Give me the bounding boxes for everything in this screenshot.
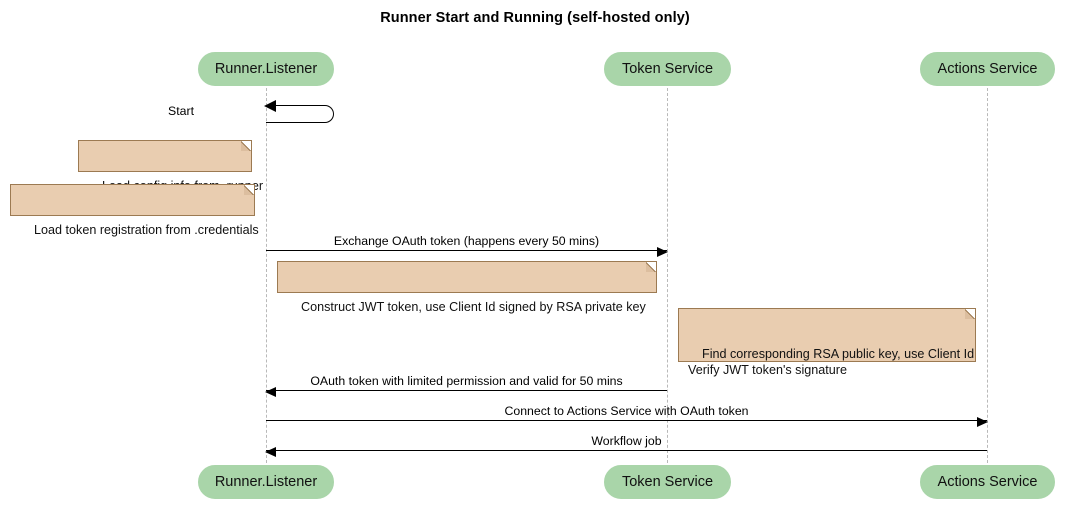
note-fold-icon [244,184,255,195]
page-title: Runner Start and Running (self-hosted on… [380,10,690,26]
message-label: Exchange OAuth token (happens every 50 m… [333,234,600,248]
arrowhead-right-icon [977,416,988,427]
arrowhead-right-icon [657,246,668,257]
message-label: Workflow job [591,434,662,448]
participant-runner-listener-top[interactable]: Runner.Listener [198,52,334,86]
note-fold-icon [241,140,252,151]
participant-token-service-top[interactable]: Token Service [604,52,731,86]
participant-label: Actions Service [937,61,1038,77]
message-oauth-token-response[interactable]: OAuth token with limited permission and … [265,371,667,397]
lifeline-runner-listener [266,88,267,463]
message-connect-to-actions-service[interactable]: Connect to Actions Service with OAuth to… [266,401,988,427]
participant-label: Token Service [621,474,714,490]
message-label: Connect to Actions Service with OAuth to… [504,404,749,418]
arrowhead-left-icon [265,386,276,397]
message-label: OAuth token with limited permission and … [310,374,623,388]
message-exchange-oauth-token[interactable]: Exchange OAuth token (happens every 50 m… [266,231,668,257]
participant-label: Runner.Listener [214,474,318,490]
participant-label: Runner.Listener [214,61,318,77]
participant-actions-service-bottom[interactable]: Actions Service [920,465,1055,499]
participant-label: Actions Service [937,474,1038,490]
participant-token-service-bottom[interactable]: Token Service [604,465,731,499]
message-line [266,420,987,421]
participant-label: Token Service [621,61,714,77]
arrowhead-left-icon [264,99,276,112]
message-line [266,390,667,391]
lifeline-actions-service [987,88,988,463]
message-line [266,450,987,451]
lifeline-token-service [667,88,668,463]
note-text: Load token registration from .credential… [34,223,259,237]
message-line [266,250,667,251]
self-message-label: Start [168,104,194,118]
self-message-loop [266,105,334,123]
participant-actions-service-top[interactable]: Actions Service [920,52,1055,86]
note-fold-icon [965,308,976,319]
participant-runner-listener-bottom[interactable]: Runner.Listener [198,465,334,499]
note-fold-icon [646,261,657,272]
arrowhead-left-icon [265,446,276,457]
note-load-config: Load config info from .runner [78,140,263,193]
message-workflow-job[interactable]: Workflow job [265,431,987,457]
note-text: Find corresponding RSA public key, use C… [688,347,975,377]
note-load-token-registration: Load token registration from .credential… [10,184,259,237]
note-construct-jwt-token: Construct JWT token, use Client Id signe… [277,261,657,314]
note-text: Construct JWT token, use Client Id signe… [301,300,646,314]
note-verify-jwt-signature: Find corresponding RSA public key, use C… [678,308,976,377]
